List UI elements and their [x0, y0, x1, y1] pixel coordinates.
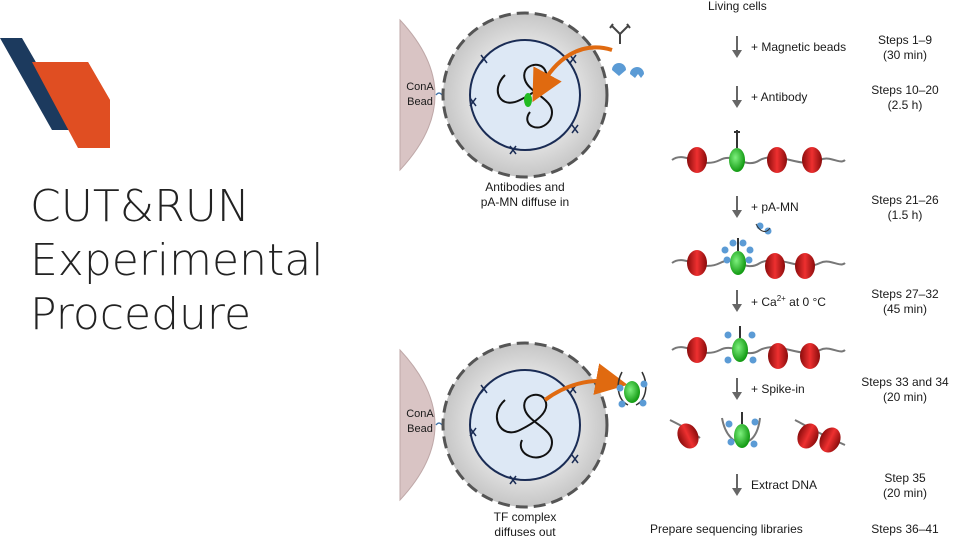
bottom-bead-label: ConA Bead — [400, 407, 440, 437]
nucleosome-icon — [687, 147, 707, 173]
antibody-icon — [734, 130, 740, 148]
step-1-time: (30 min) — [882, 48, 927, 62]
tf-icon — [729, 148, 745, 172]
step-4-steps: Steps 27–32 — [871, 287, 939, 301]
bottom-cell-caption: TF complex diffuses out — [493, 510, 557, 539]
flow-arrow-3 — [732, 196, 742, 218]
nucleosome-icon — [797, 423, 819, 449]
step-4-action: + Ca2+ at 0 °C — [751, 294, 826, 309]
nucleosome-icon — [767, 147, 787, 173]
tf-icon — [732, 338, 748, 362]
logo-icon — [0, 38, 110, 148]
final-steps: Steps 36–41 — [871, 522, 939, 536]
flow-end-label: Prepare sequencing libraries — [650, 522, 803, 536]
top-tf-icon — [524, 93, 532, 107]
nucleosome-icon — [795, 253, 815, 279]
bottom-bead-label-text: ConA Bead — [406, 408, 434, 435]
step-6-info: Step 35 (20 min) — [850, 471, 960, 501]
antibody-icon — [609, 23, 631, 44]
flow-arrow-4 — [732, 290, 742, 312]
nucleosome-icon — [687, 337, 707, 363]
nucleosome-icon — [800, 343, 820, 369]
step-6-time: (20 min) — [882, 486, 927, 500]
top-cona-bead — [399, 18, 436, 172]
step-3-time: (1.5 h) — [887, 208, 923, 222]
pa-mn-icon — [612, 63, 644, 78]
step-1-info: Steps 1–9 (30 min) — [850, 33, 960, 63]
bottom-cell — [399, 341, 648, 509]
step-2-time: (2.5 h) — [887, 98, 923, 112]
step-5-info: Steps 33 and 34 (20 min) — [850, 375, 960, 405]
chromatin-row-pa-mn — [671, 238, 846, 279]
step-4-time: (45 min) — [882, 302, 927, 316]
step-3-action: + pA-MN — [751, 200, 799, 214]
step-3-info: Steps 21–26 (1.5 h) — [850, 193, 960, 223]
bottom-nucleus — [469, 369, 581, 481]
nucleosome-icon — [765, 253, 785, 279]
title-line-3: Procedure — [30, 289, 252, 340]
step-2-action: + Antibody — [751, 90, 808, 104]
title-line-1: CUT&RUN — [30, 181, 250, 232]
top-bead-label-text: ConA Bead — [406, 81, 434, 108]
step-1-action: + Magnetic beads — [751, 40, 847, 54]
top-bead-label: ConA Bead — [400, 80, 440, 110]
top-cell — [399, 11, 644, 179]
step-2-info: Steps 10–20 (2.5 h) — [850, 83, 960, 113]
step-1-steps: Steps 1–9 — [877, 33, 933, 47]
tf-icon — [734, 424, 750, 448]
bottom-cona-bead — [399, 348, 436, 502]
nucleosome-icon — [677, 423, 699, 449]
step-6-steps: Step 35 — [884, 471, 926, 485]
chromatin-row-released — [669, 412, 846, 453]
step-4-action-sup: 2+ — [776, 294, 786, 303]
chromatin-row-antibody — [671, 130, 846, 173]
flow-arrow-5 — [732, 378, 742, 400]
nucleosome-icon — [768, 343, 788, 369]
title-line-2: Experimental — [30, 235, 324, 286]
flow-arrows — [732, 36, 742, 496]
nucleosome-icon — [687, 250, 707, 276]
step-3-steps: Steps 21–26 — [871, 193, 939, 207]
step-5-steps: Steps 33 and 34 — [861, 375, 949, 389]
free-pa-mn-icon — [755, 222, 772, 235]
bottom-chromatin — [495, 393, 553, 459]
tf-icon — [730, 251, 746, 275]
step-5-action: + Spike-in — [751, 382, 805, 396]
chromatin-row-cleaved — [671, 326, 846, 369]
nucleosome-icon — [802, 147, 822, 173]
top-cell-caption: Antibodies and pA-MN diffuse in — [480, 180, 570, 209]
flow-arrow-1 — [732, 36, 742, 58]
step-6-action: Extract DNA — [751, 478, 818, 492]
step-4-action-suffix: at 0 °C — [785, 295, 826, 309]
flow-arrow-2 — [732, 86, 742, 108]
step-2-steps: Steps 10–20 — [871, 83, 939, 97]
flow-start-label: Living cells — [708, 0, 767, 13]
step-5-time: (20 min) — [882, 390, 927, 404]
step-4-action-prefix: + Ca — [751, 295, 777, 309]
slide-title: CUT&RUN Experimental Procedure — [30, 180, 390, 342]
bottom-diffuse-arrow — [543, 363, 628, 402]
flow-arrow-6 — [732, 474, 742, 496]
step-4-info: Steps 27–32 (45 min) — [850, 287, 960, 317]
released-tf-complex-icon — [616, 371, 648, 408]
top-chromatin — [496, 63, 553, 129]
nucleosome-icon — [819, 427, 841, 453]
top-diffuse-arrow — [532, 45, 613, 103]
